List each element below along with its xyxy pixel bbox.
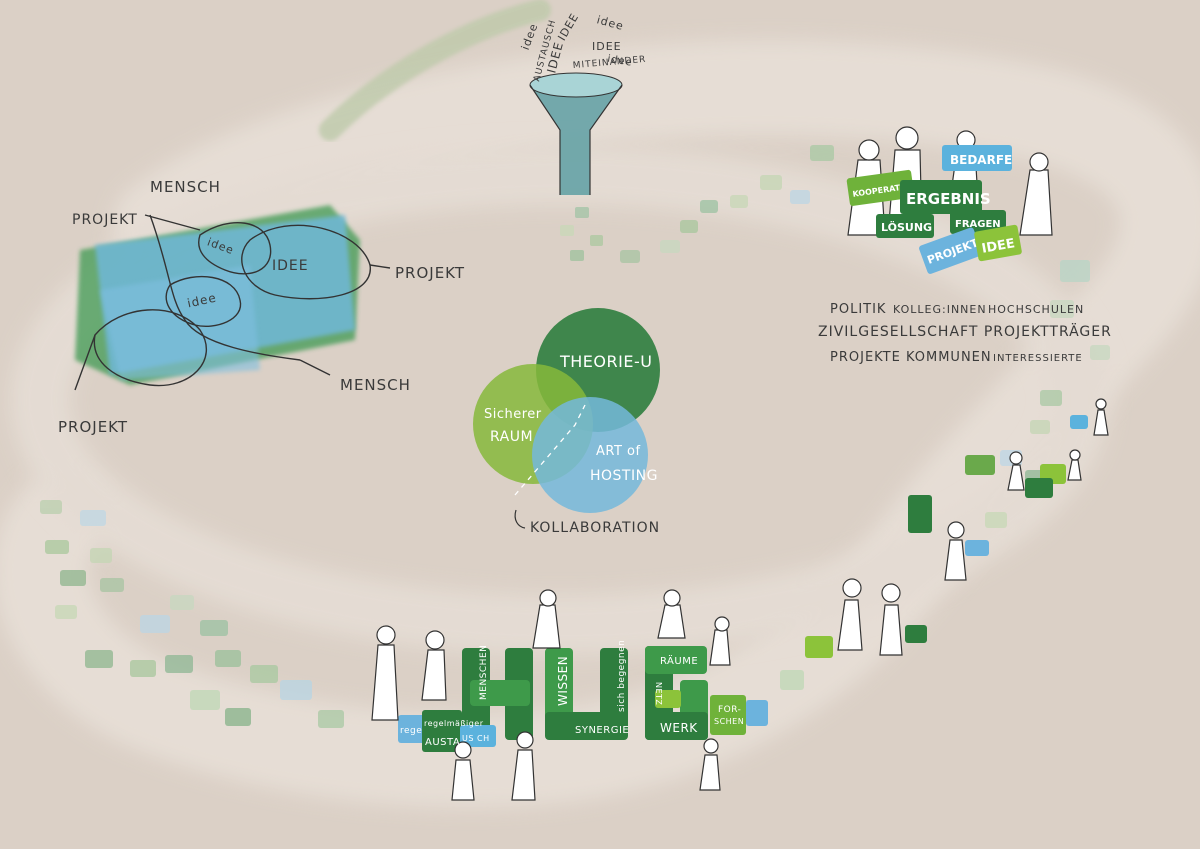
stakeholders-kolleginnen: KOLLEG:INNEN [893, 303, 987, 316]
tag-bedarfe: BEDARFE [942, 145, 1012, 171]
label-projekt-bottom: PROJEKT [58, 418, 128, 436]
label-art-of: ART of [596, 444, 641, 459]
hub-rege: rege [400, 726, 422, 736]
label-hosting: HOSTING [590, 468, 658, 484]
hub-sich-begegnen: sich begegnen [617, 640, 627, 712]
hub-werk: WERK [660, 721, 698, 735]
label-mensch-top: MENSCH [150, 178, 221, 196]
label-mensch-right: MENSCH [340, 376, 411, 394]
svg-text:BEDARFE: BEDARFE [950, 153, 1012, 167]
method-venn: THEORIE-U Sicherer RAUM ART of HOSTING K… [473, 308, 660, 536]
label-idee-big: IDEE [272, 258, 309, 274]
hub-netz: NETZ [654, 682, 663, 705]
stakeholders-interessierte: INTERESSIERTE [993, 353, 1083, 364]
svg-text:FRAGEN: FRAGEN [955, 219, 1001, 230]
hub-regelmaessiger: regelmäßiger [424, 719, 484, 728]
label-idee-mid: idee [186, 291, 218, 311]
stakeholders-hochschulen: HOCHSCHULEN [988, 303, 1084, 316]
hub-menschen: MENSCHEN [479, 645, 489, 700]
idea-cluster-left: MENSCH PROJEKT idee IDEE idee PROJEKT ME… [58, 178, 465, 436]
hub-raeume: RÄUME [660, 654, 698, 667]
funnel-word-4: idee [595, 13, 625, 33]
stakeholders-politik: POLITIK [830, 302, 886, 317]
walking-people [805, 398, 1109, 658]
funnel-word-3: IDEE [592, 40, 622, 53]
tag-idee: IDEE [974, 224, 1022, 262]
label-sicherer: Sicherer [484, 407, 542, 422]
hub-structure: MENSCHEN WISSEN sich begegnen SYNERGIE R… [371, 589, 768, 801]
funnel-word-2: IDEE [555, 11, 581, 43]
tag-loesung: LÖSUNG [876, 214, 934, 238]
trail-squares [40, 145, 1110, 728]
hub-synergie: SYNERGIE [575, 725, 629, 736]
hub-forschen-b: SCHEN [714, 717, 744, 726]
svg-text:ERGEBNIS: ERGEBNIS [906, 190, 991, 208]
funnel-word-8: idee [607, 54, 634, 69]
label-kollaboration: KOLLABORATION [530, 520, 660, 536]
svg-text:IDEE: IDEE [981, 236, 1016, 257]
hub-wissen: WISSEN [556, 656, 570, 706]
tag-ergebnis: ERGEBNIS [900, 180, 991, 214]
hub-usch: US CH [462, 734, 490, 743]
hub-austa: AUSTA [425, 737, 460, 748]
collaboration-cluster: BEDARFE KOOPERATION ERGEBNIS LÖSUNG FRAG… [818, 126, 1112, 365]
stakeholders-zivilgesellschaft: ZIVILGESELLSCHAFT PROJEKTTRÄGER [818, 322, 1112, 340]
label-projekt-right: PROJEKT [395, 264, 465, 282]
tag-fragen: FRAGEN [950, 210, 1006, 234]
svg-text:LÖSUNG: LÖSUNG [881, 220, 932, 234]
label-theorie-u: THEORIE-U [559, 352, 652, 371]
hub-forschen-a: FOR- [718, 705, 741, 715]
stakeholders-projekte-kommunen: PROJEKTE KOMMUNEN [830, 350, 992, 365]
label-projekt-topleft: PROJEKT [72, 212, 138, 228]
label-raum: RAUM [490, 429, 533, 445]
stick-people-hub [371, 589, 731, 801]
